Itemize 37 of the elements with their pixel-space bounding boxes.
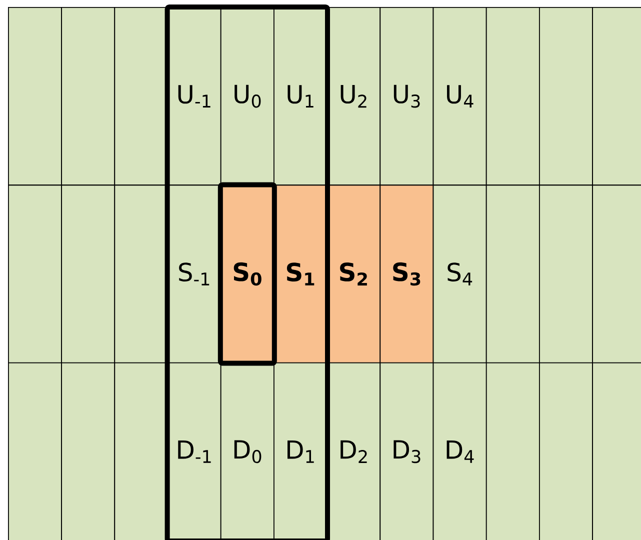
grid-cell bbox=[61, 7, 116, 186]
grid-cell: U$_{1}$ bbox=[274, 7, 328, 186]
grid-cell bbox=[486, 7, 540, 186]
grid-cell: S$_{2}$ bbox=[326, 184, 381, 364]
node-label: D$_{-1}$ bbox=[178, 440, 211, 463]
grid-cell: S$_{4}$ bbox=[432, 184, 487, 364]
grid-cell: U$_{0}$ bbox=[220, 7, 274, 186]
grid-cell bbox=[539, 184, 593, 364]
node-label: D$_{0}$ bbox=[234, 440, 262, 464]
grid-cell: S$_{3}$ bbox=[380, 184, 434, 364]
grid-cell: U$_{2}$ bbox=[326, 7, 381, 186]
grid-cell bbox=[539, 7, 593, 186]
grid-cell: D$_{0}$ bbox=[220, 362, 274, 540]
grid-cell: U$_{-1}$ bbox=[167, 7, 222, 186]
grid-cell bbox=[8, 7, 62, 186]
node-label: D$_{3}$ bbox=[394, 440, 420, 464]
grid-cell bbox=[592, 7, 641, 186]
grid-cell: D$_{1}$ bbox=[274, 362, 328, 540]
frame-box bbox=[164, 4, 330, 540]
grid-cell bbox=[592, 362, 641, 540]
node-label: D$_{2}$ bbox=[340, 440, 367, 464]
grid-cell bbox=[486, 362, 540, 540]
grid-cell bbox=[8, 184, 62, 364]
grid-cell: S$_{-1}$ bbox=[167, 184, 222, 364]
grid-cell: D$_{3}$ bbox=[380, 362, 434, 540]
grid-cell: S$_{0}$ bbox=[220, 184, 274, 364]
grid-cell bbox=[486, 184, 540, 364]
grid-cell: U$_{3}$ bbox=[380, 7, 434, 186]
grid-cell: D$_{4}$ bbox=[432, 362, 487, 540]
grid-cell: D$_{2}$ bbox=[326, 362, 381, 540]
grid-cell bbox=[592, 184, 641, 364]
grid-cell bbox=[8, 362, 62, 540]
grid-cell: U$_{4}$ bbox=[432, 7, 487, 186]
grid-cell bbox=[61, 184, 116, 364]
grid-cell: D$_{-1}$ bbox=[167, 362, 222, 540]
grid-cell bbox=[61, 362, 116, 540]
grid-cell bbox=[539, 362, 593, 540]
